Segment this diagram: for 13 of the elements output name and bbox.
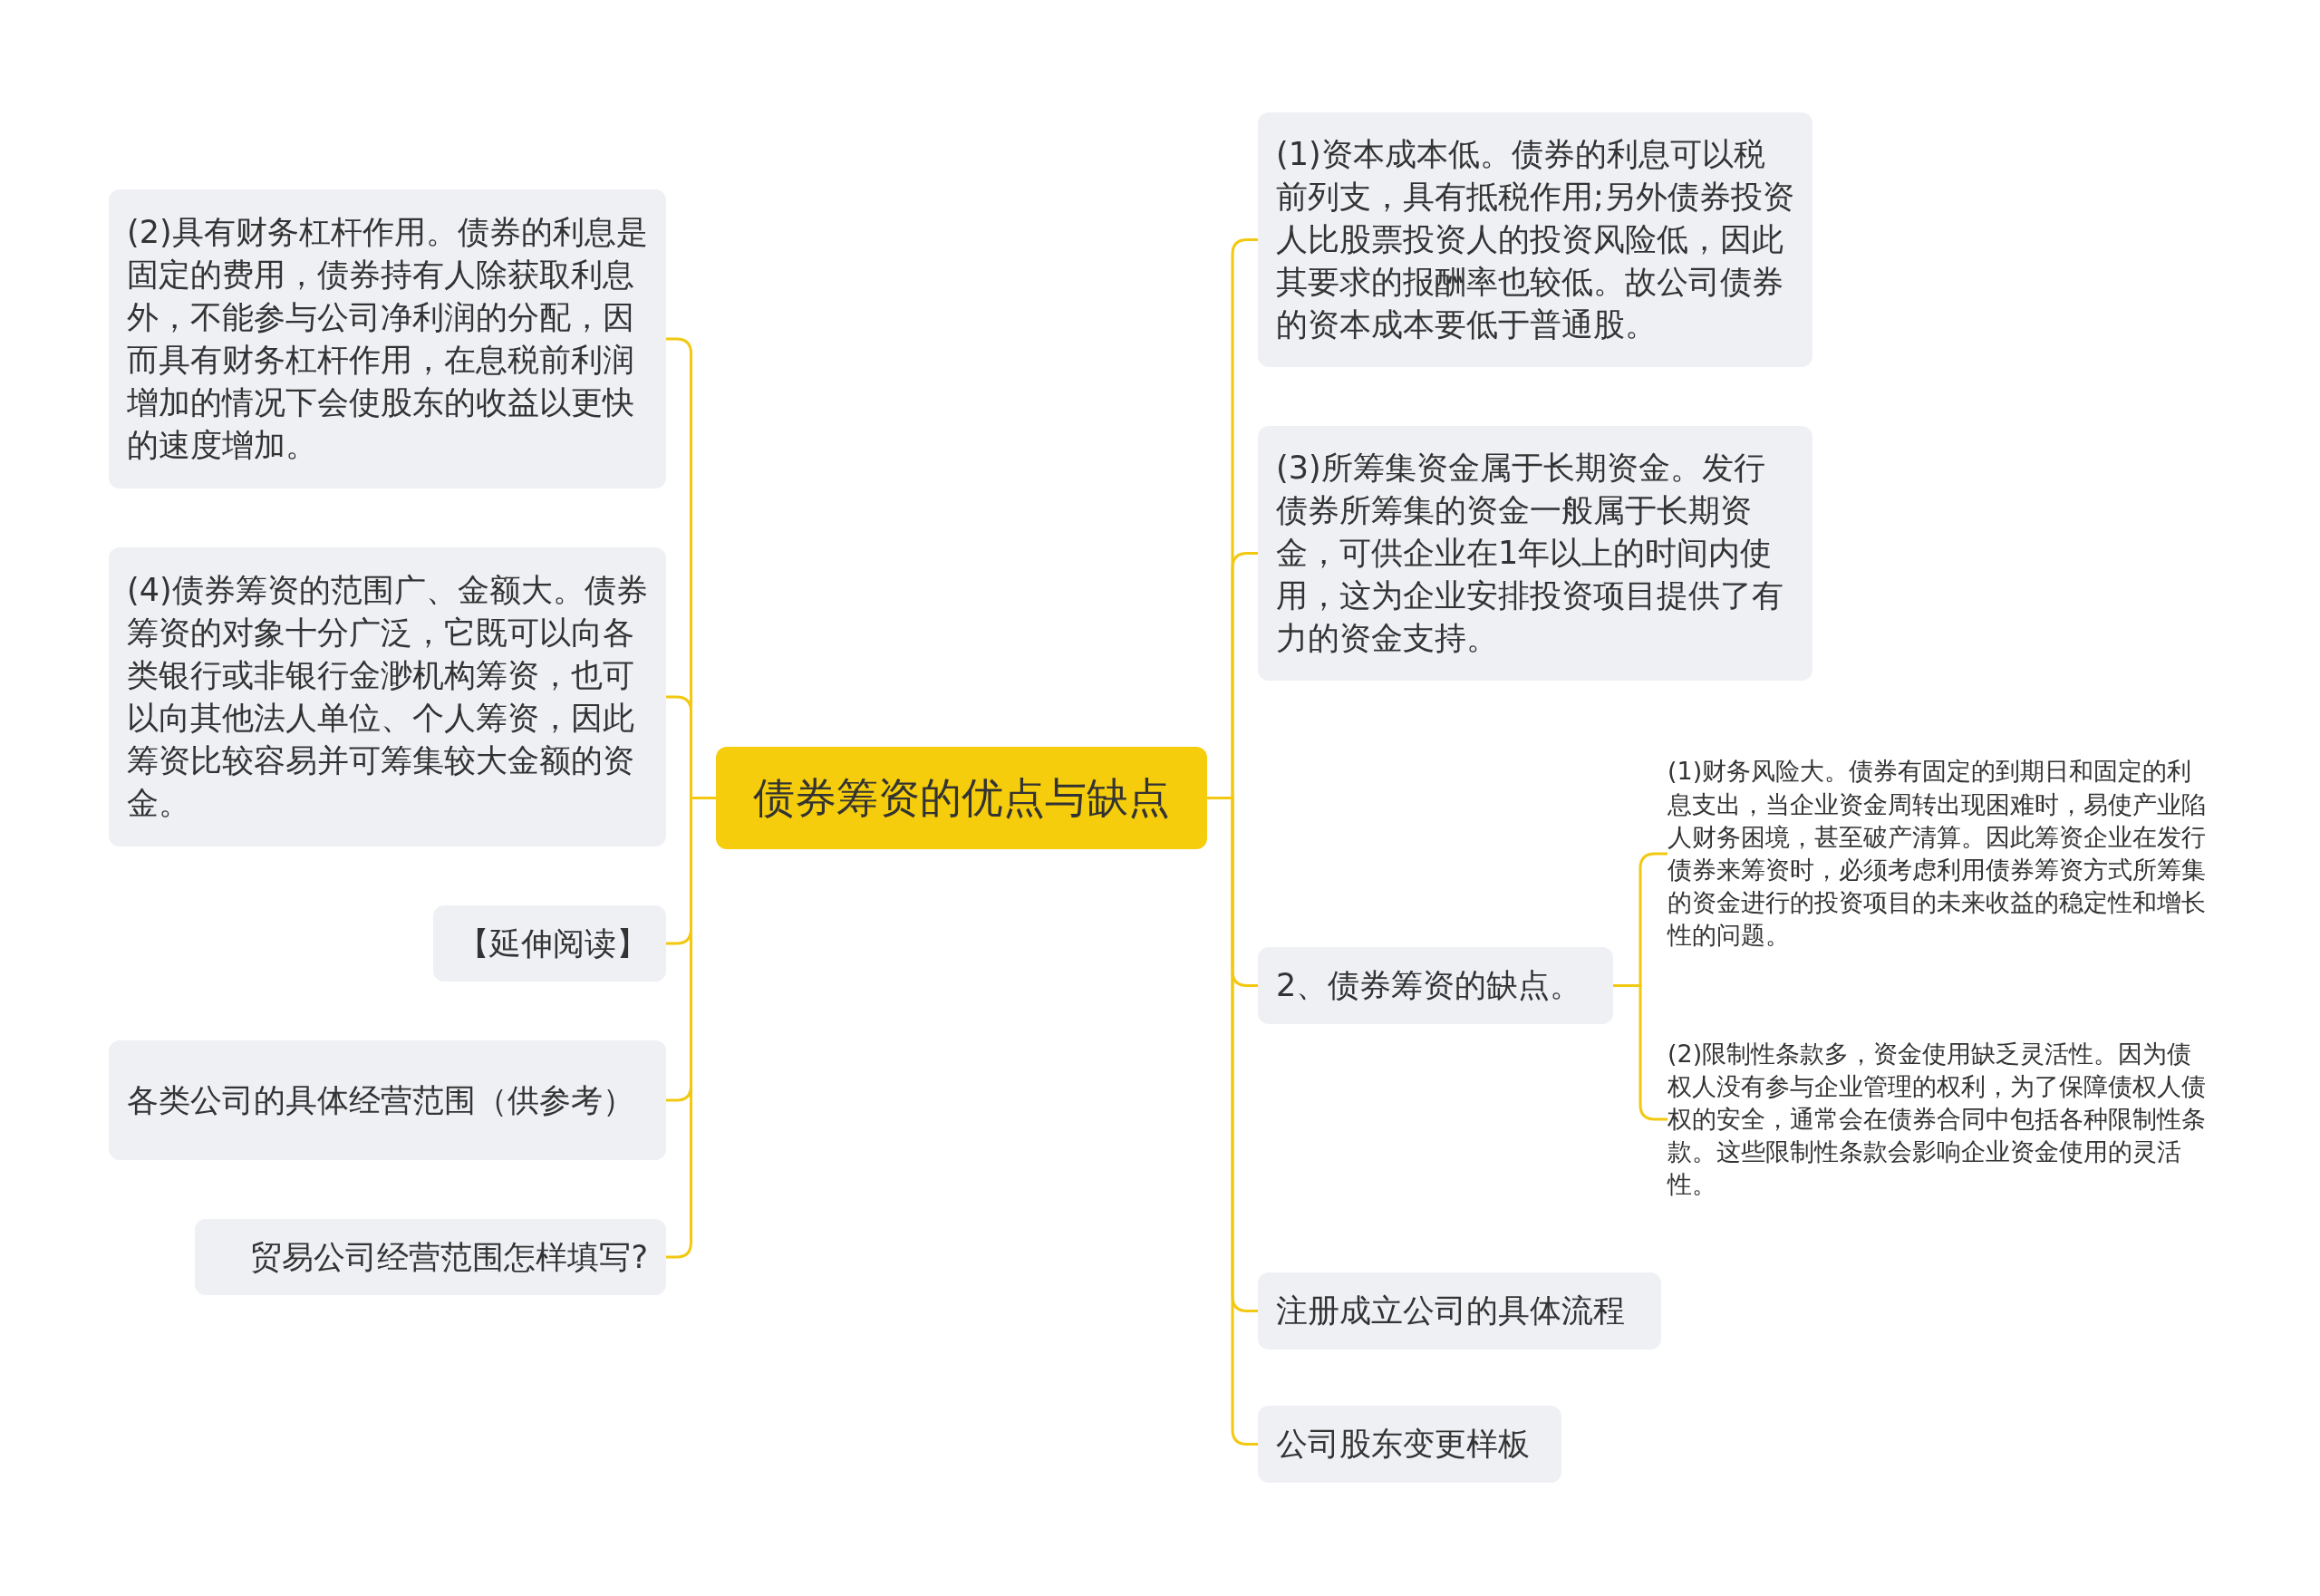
topic-box: (4)债券筹资的范围广、金额大。债券筹资的对象十分广泛，它既可以向各类银行或非银行金渺机构筹资，也可以向其他法人单位、个人筹资，因此筹资比较容易并可筹集较大金额的资金。 [109, 547, 666, 846]
topic-box: (2)具有财务杠杆作用。债券的利息是固定的费用，债券持有人除获取利息外，不能参与公司净利润的分配，因而具有财务杠杆作用，在息税前利润增加的情况下会使股东的收益以更快的速度增加。 [109, 189, 666, 488]
branch-text: (2)限制性条款多，资金使用缺乏灵活性。因为债权人没有参与企业管理的权利，为了保障债权人债权的安全，通常会在债券合同中包括各种限制性条款。这些限制性条款会影响企业资金使用的灵活性。 [1668, 1033, 2211, 1205]
topic-box: 【延伸阅读】 [433, 905, 666, 982]
central-topic: 债券筹资的优点与缺点 [716, 747, 1207, 849]
topic-box: 注册成立公司的具体流程 [1258, 1272, 1661, 1349]
branch-text: (1)财务风险大。债券有固定的到期日和固定的利息支出，当企业资金周转出现困难时，易使产业陷人财务困境，甚至破产清算。因此筹资企业在发行债券来筹资时，必须考虑利用债券筹资方式所筹集的资金进行的投资项目的未来收益的稳定性和增长性的问题。 [1668, 749, 2211, 959]
topic-box: 各类公司的具体经营范围（供参考） [109, 1040, 666, 1160]
topic-box: 贸易公司经营范围怎样填写? [195, 1219, 666, 1295]
topic-box: (3)所筹集资金属于长期资金。发行债券所筹集的资金一般属于长期资金，可供企业在1年以上的时间内使用，这为企业安排投资项目提供了有力的资金支持。 [1258, 426, 1812, 681]
topic-box: 公司股东变更样板 [1258, 1406, 1561, 1483]
topic-box: (1)资本成本低。债券的利息可以税前列支，具有抵税作用;另外债券投资人比股票投资人的投资风险低，因此其要求的报酬率也较低。故公司债券的资本成本要低于普通股。 [1258, 112, 1812, 367]
topic-box: 2、债券筹资的缺点。 [1258, 947, 1613, 1024]
